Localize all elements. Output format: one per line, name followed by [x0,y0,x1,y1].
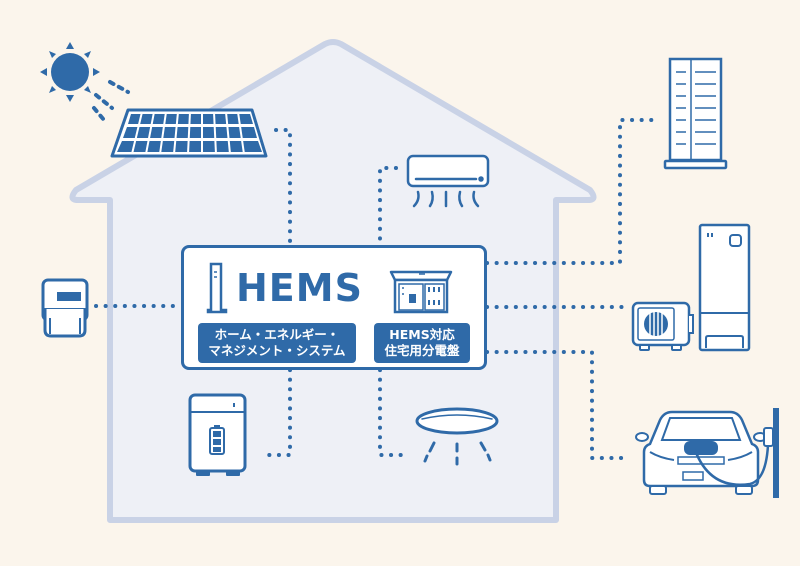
smart-meter-icon [41,278,89,338]
solar-panel-icon [110,108,268,158]
ceiling-light-icon [415,407,499,466]
battery-icon [188,393,247,476]
hems-label: ホーム・エネルギー・ マネジメント・システム [198,323,356,363]
ev-charging-icon [635,408,779,498]
sun-rays [92,80,130,122]
hems-hub: HEMS ホーム・エネルギー・ マネジメント・システム HEMS対応 住宅用分電… [181,245,487,370]
hems-label-line1: ホーム・エネルギー・ [214,327,340,342]
air-conditioner-icon [406,154,490,208]
hems-controller-icon [206,262,228,314]
hems-title: HEMS [236,266,363,310]
connection-lines [94,118,662,460]
hems-label-line2: マネジメント・システム [208,343,346,358]
distribution-board-label: HEMS対応 住宅用分電盤 [374,323,470,363]
distribution-board-label-line2: 住宅用分電盤 [384,343,460,358]
distribution-board-label-line1: HEMS対応 [389,327,455,342]
sun-icon [40,42,100,102]
heat-pump-icon [631,223,751,352]
fuel-cell-icon [663,57,728,170]
distribution-board-icon [389,270,453,314]
